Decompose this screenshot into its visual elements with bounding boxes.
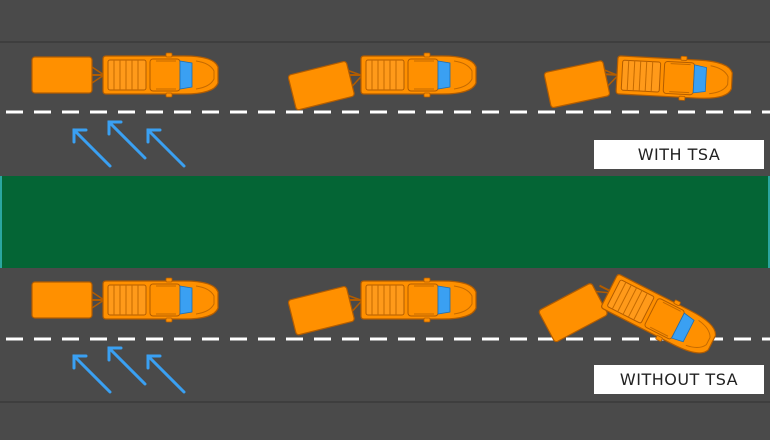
vehicle-without-1 bbox=[31, 277, 219, 323]
with-tsa-label: WITH TSA bbox=[594, 140, 764, 169]
bottom-shoulder bbox=[0, 402, 770, 440]
median-strip bbox=[0, 176, 770, 268]
vehicle-with-1 bbox=[31, 52, 219, 98]
without-tsa-label: WITHOUT TSA bbox=[594, 365, 764, 394]
top-shoulder bbox=[0, 0, 770, 42]
